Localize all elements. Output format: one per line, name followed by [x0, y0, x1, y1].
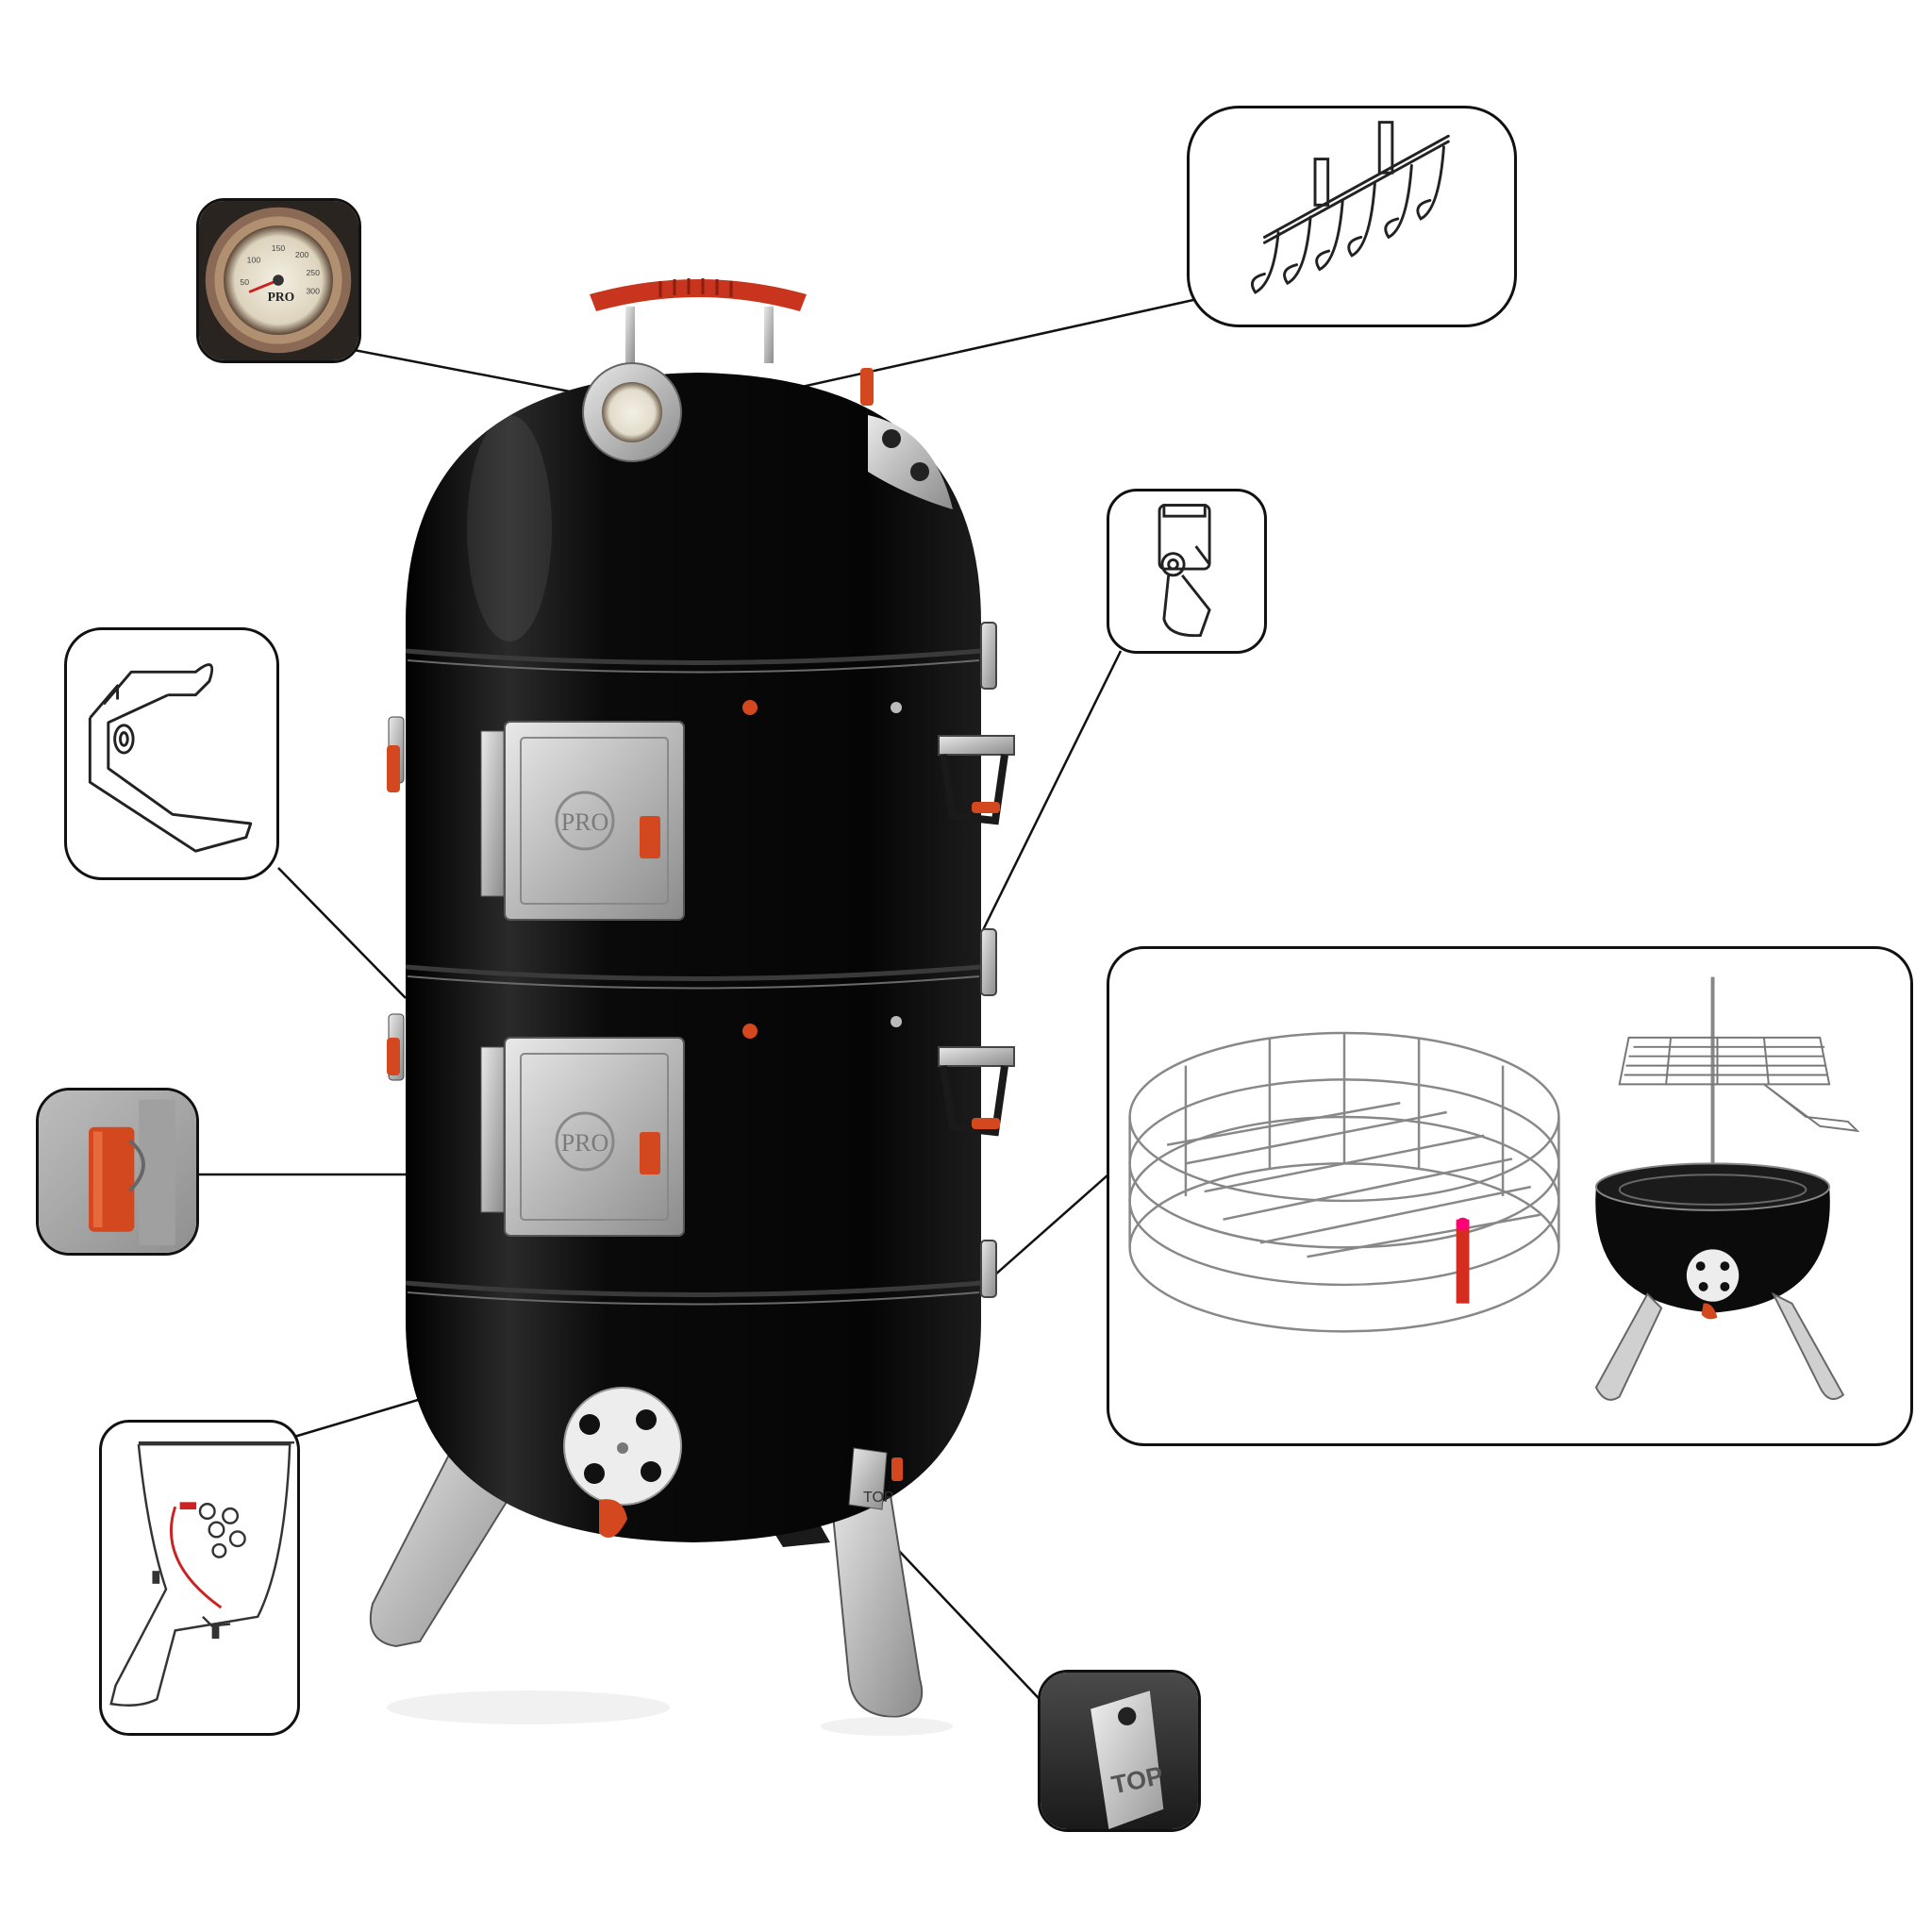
rivets: [742, 700, 902, 1039]
svg-text:150: 150: [272, 243, 286, 253]
upper-door-badge: PRO: [561, 808, 609, 836]
callout-hook-rack: [1187, 106, 1517, 327]
left-side-clips: [387, 716, 405, 1081]
leg-top-marking-icon: TOP: [1041, 1673, 1198, 1829]
upper-door: PRO: [480, 721, 685, 921]
lid-holder-bracket-icon: [88, 663, 253, 853]
thermometer-badge: PRO: [268, 290, 295, 304]
svg-text:300: 300: [306, 287, 320, 296]
callout-latch: [1107, 489, 1267, 654]
charcoal-basket-and-grill-icon: [1128, 976, 1860, 1401]
leg-stamp-text: TOP: [863, 1490, 894, 1506]
smoker-body: [406, 373, 981, 1542]
lower-door: PRO: [480, 1037, 685, 1237]
line-accessories: [985, 1174, 1109, 1284]
right-side-handles: [940, 754, 1008, 1137]
line-latch: [979, 650, 1123, 935]
line-hook-rack: [758, 298, 1194, 398]
callout-leg-top: TOP: [1038, 1670, 1201, 1832]
svg-text:100: 100: [247, 256, 261, 265]
leg-bracket: TOP: [848, 1447, 894, 1510]
bottom-vent: [563, 1387, 903, 1538]
line-lid-holder: [277, 867, 407, 999]
thermometer-gauge-icon: 150 100 50 200 250 300 PRO: [199, 201, 358, 360]
door-handle-icon: [39, 1091, 196, 1253]
callout-accessories: [1107, 946, 1913, 1446]
latch-clip-icon: [1158, 504, 1211, 638]
line-thermometer: [348, 347, 595, 398]
top-handle: [590, 278, 807, 363]
lower-door-badge: PRO: [561, 1129, 609, 1157]
callout-vent: [99, 1420, 300, 1736]
svg-text:50: 50: [240, 277, 249, 287]
right-side-clips: [938, 622, 1015, 1298]
bottom-vent-icon: [109, 1441, 295, 1707]
callout-thermometer: 150 100 50 200 250 300 PRO: [196, 198, 361, 363]
lid-thermometer: [582, 362, 682, 462]
callout-lid-holder: [64, 627, 279, 880]
callout-door-handle: [36, 1088, 199, 1256]
lid-vent: [860, 368, 953, 509]
meat-hook-rack-icon: [1251, 121, 1450, 294]
svg-text:200: 200: [295, 250, 309, 259]
line-leg-top: [881, 1532, 1053, 1713]
svg-text:250: 250: [306, 268, 320, 277]
